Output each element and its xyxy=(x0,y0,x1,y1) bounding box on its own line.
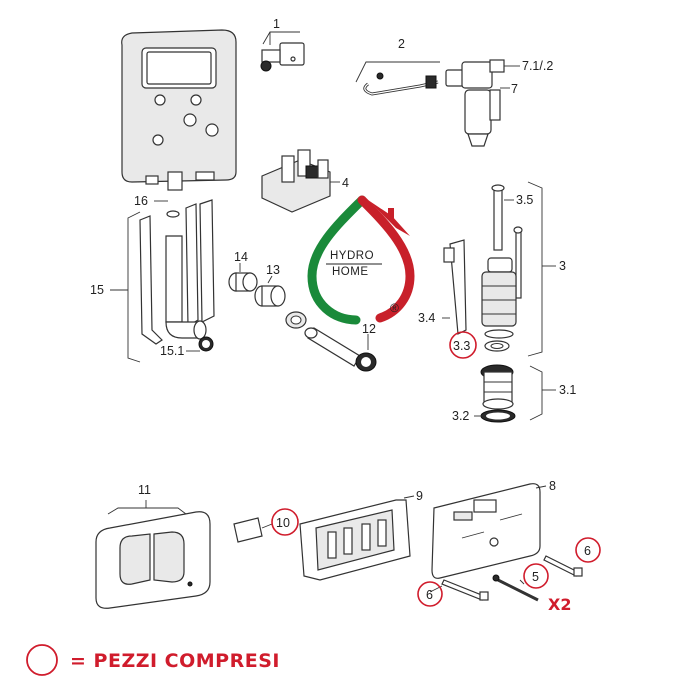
quantity-note: X2 xyxy=(548,595,571,614)
logo-registered-mark: ® xyxy=(390,301,399,315)
label-part-6-left: 6 xyxy=(426,588,433,602)
label-part-10: 10 xyxy=(276,516,290,530)
highlight-circle-3-3 xyxy=(449,331,477,359)
label-part-1: 1 xyxy=(273,17,280,31)
highlight-circle-10 xyxy=(271,508,299,536)
logo-text-line1: HYDRO xyxy=(330,250,374,262)
label-part-7: 7 xyxy=(511,82,518,96)
label-part-6-right: 6 xyxy=(584,544,591,558)
cistern-tank xyxy=(121,29,237,191)
part-11-flush-plate: 11 xyxy=(95,483,211,609)
highlight-circle-5 xyxy=(523,563,549,589)
label-part-3-1: 3.1 xyxy=(559,383,576,397)
part-10-bracket: 10 xyxy=(233,508,299,543)
part-1-clip: 1 xyxy=(260,17,305,72)
part-14-connector: 14 xyxy=(228,250,258,292)
part-3-flush-valve: 3 3.5 3.4 3.3 3.1 3.2 xyxy=(418,181,576,423)
highlight-circle-6-right xyxy=(575,537,601,563)
label-part-3-4: 3.4 xyxy=(418,311,435,325)
label-part-8: 8 xyxy=(549,479,556,493)
label-part-3: 3 xyxy=(559,259,566,273)
label-part-3-5: 3.5 xyxy=(516,193,533,207)
label-part-16: 16 xyxy=(134,194,148,208)
label-part-15: 15 xyxy=(90,283,104,297)
label-part-15-1: 15.1 xyxy=(160,344,184,358)
label-part-5: 5 xyxy=(532,570,539,584)
legend-circle-icon xyxy=(26,644,58,676)
highlight-circle-6-left xyxy=(417,581,443,607)
part-2-hose: 2 xyxy=(355,37,440,96)
logo-text-line2: HOME xyxy=(332,266,369,278)
part-15-frame: 15 16 15.1 xyxy=(90,194,215,363)
part-6-rod-left: 6 xyxy=(417,579,489,607)
logo-red-arc xyxy=(357,195,415,323)
part-4-mechanism: 4 xyxy=(261,149,349,213)
part-5-screw: 5 X2 xyxy=(492,563,571,614)
part-8-cover-plate: 8 xyxy=(431,479,556,579)
part-9-mounting-frame: 9 xyxy=(299,489,423,581)
label-part-3-3: 3.3 xyxy=(453,339,470,353)
flush-button-large xyxy=(153,531,185,583)
label-part-4: 4 xyxy=(342,176,349,190)
part-7-fill-valve: 7.1/.2 7 xyxy=(445,59,553,147)
label-part-14: 14 xyxy=(234,250,248,264)
logo-green-arc xyxy=(307,195,367,325)
legend: = PEZZI COMPRESI xyxy=(26,644,280,676)
legend-text: = PEZZI COMPRESI xyxy=(70,650,280,672)
flush-button-small xyxy=(119,533,151,585)
label-part-9: 9 xyxy=(416,489,423,503)
part-13-connector: 13 xyxy=(254,263,307,329)
label-part-12: 12 xyxy=(362,322,376,336)
part-6-rod-right: 6 xyxy=(543,537,601,577)
label-part-13: 13 xyxy=(266,263,280,277)
label-part-3-2: 3.2 xyxy=(452,409,469,423)
label-part-7-1: 7.1/.2 xyxy=(522,59,553,73)
label-part-2: 2 xyxy=(398,37,405,51)
hydro-home-logo: HYDRO HOME ® xyxy=(307,195,415,325)
part-12-pipe: 12 xyxy=(304,322,377,372)
label-part-11: 11 xyxy=(138,483,151,497)
